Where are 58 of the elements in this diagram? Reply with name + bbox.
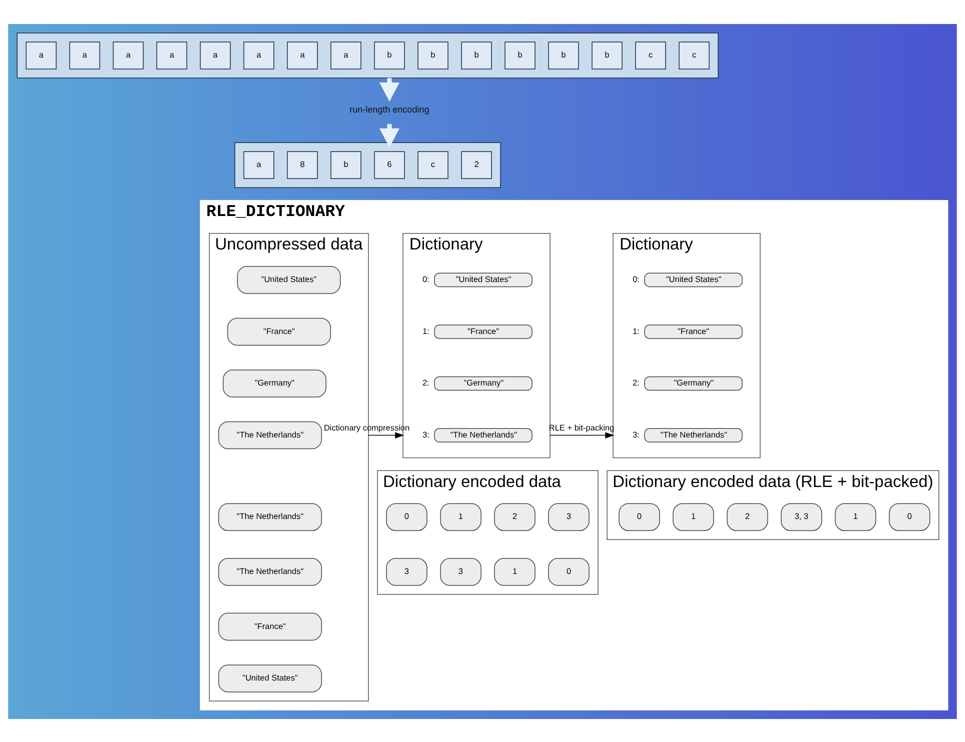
node-label: 1: <box>422 326 430 336</box>
node-box: c <box>635 41 666 69</box>
node-box: 6 <box>374 150 405 178</box>
node-box: 3 <box>386 558 428 586</box>
node-box: 1 <box>440 502 482 530</box>
cluster <box>234 142 501 188</box>
node-box: b <box>330 150 362 178</box>
node-label: 2: <box>422 378 430 388</box>
node-box: a <box>243 41 274 69</box>
node-box: 3 <box>548 502 590 530</box>
node-box: 1 <box>672 502 714 530</box>
node-label: 3: <box>422 430 430 439</box>
node-label: 2: <box>632 378 640 388</box>
node-box: 0 <box>386 502 428 530</box>
arrow <box>550 432 614 438</box>
node-box: a <box>112 41 144 69</box>
arrow <box>379 123 400 147</box>
node-box: a <box>156 41 188 69</box>
node-box: b <box>548 41 579 69</box>
arrow <box>368 432 404 438</box>
node-box: "The Netherlands" <box>218 420 322 449</box>
node-label: 3: <box>632 430 640 439</box>
node-box: a <box>330 41 362 69</box>
node-box: c <box>418 150 448 178</box>
node-box: 0 <box>548 558 590 586</box>
node-box: 0 <box>618 502 660 530</box>
node-box: b <box>592 41 622 69</box>
node-box: b <box>461 41 492 69</box>
node-box: "The Netherlands" <box>218 502 322 530</box>
node-box: b <box>504 41 536 69</box>
node-box: c <box>678 41 710 69</box>
node-box: 2 <box>494 502 536 530</box>
node-box: a <box>243 150 274 178</box>
node-box: "The Netherlands" <box>218 558 322 586</box>
node-text: run-length encoding <box>350 104 430 114</box>
node-box: 3, 3 <box>780 502 822 530</box>
node-box: 0 <box>888 502 930 530</box>
node-box: "France" <box>227 317 331 346</box>
node-box: a <box>26 41 57 69</box>
node-box: b <box>374 41 405 69</box>
node-label: 0: <box>632 274 640 284</box>
node-box: 2 <box>726 502 768 530</box>
node-box: "United States" <box>218 664 322 692</box>
node-box: a <box>69 41 100 69</box>
node-box: 3 <box>440 558 482 586</box>
node-box: 2 <box>461 150 492 178</box>
node-box: 1 <box>494 558 536 586</box>
node-label: 0: <box>422 274 430 284</box>
node-box: a <box>200 41 231 69</box>
node-box: "Germany" <box>222 369 326 397</box>
node-box: "France" <box>218 612 322 640</box>
node-box: b <box>418 41 448 69</box>
node-box: "United States" <box>237 266 341 294</box>
node-box: 1 <box>834 502 876 530</box>
node-label: 1: <box>632 326 640 336</box>
node-box: a <box>286 41 318 69</box>
cluster <box>16 32 719 78</box>
node-box: 8 <box>286 150 318 178</box>
